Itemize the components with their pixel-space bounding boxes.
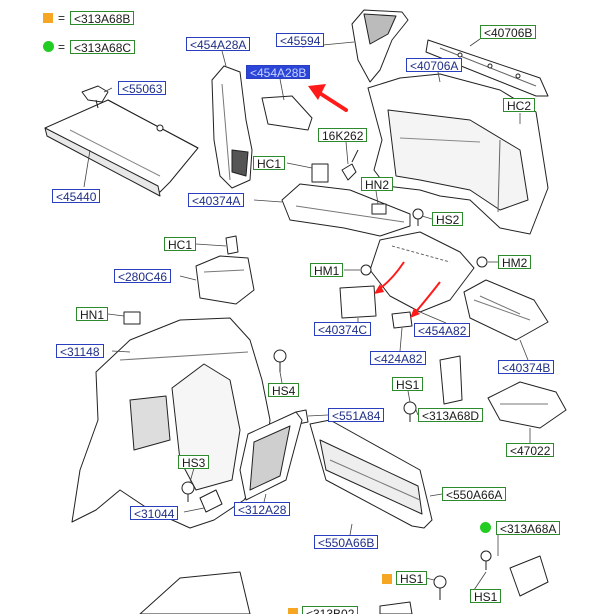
cargo-net-part [309,419,433,529]
callout-dot-marker [480,522,491,533]
hs1-bottom-screw-part [433,575,447,600]
callout-551A84: <551A84 [328,408,385,423]
leader-lines [83,38,531,597]
callout-HN1: HN1 [76,307,109,322]
sill-plate-part [281,183,411,237]
callout-31148: <31148 [56,344,104,359]
callout-HC1: HC1 [253,156,286,171]
callout-45440: <45440 [52,189,101,204]
hm1-pin-part [360,264,372,276]
callout-HS1: HS1 [392,377,424,392]
callout-HC2: HC2 [503,98,536,113]
hs4-screw-part [273,349,287,372]
callout-424A82: <424A82 [370,351,427,366]
callout-45594: <45594 [276,33,325,48]
callout-312A28: <312A28 [234,502,291,517]
cover-part [391,311,413,329]
red-annotation-arrows [308,84,441,318]
callout-31044: <31044 [130,506,179,521]
legend-equals: = [58,11,66,25]
callout-HS4: HS4 [268,383,300,398]
lower-trim-part [379,601,413,614]
callout-40706A: <40706A [406,58,463,73]
cap-31044-part [199,489,223,513]
legend-dot-marker [43,41,54,52]
callout-550A66A: <550A66A [442,487,507,502]
callout-HN2: HN2 [361,177,394,192]
bracket-313A68D-part [439,355,463,405]
floor-trim-part [369,231,475,313]
hook-part [81,85,109,109]
step-part [463,279,549,341]
bracket-313A68A-part [480,550,549,597]
callout-40374A: <40374A [188,193,245,208]
hs3-screw-part [181,481,195,502]
hc1-clip-part [311,163,329,183]
callout-HS3: HS3 [178,455,210,470]
small-plate-part [339,285,377,319]
callout-40706B: <40706B [480,25,537,40]
callout-550A66B: <550A66B [314,535,379,550]
rail-part [425,39,549,97]
callout-313A68A: <313A68A [496,521,561,536]
callout-454A28B: <454A28B [246,65,311,80]
push-pin-part [341,149,359,181]
callout-HC1: HC1 [164,237,197,252]
hc1b-clip-part [225,235,239,255]
hs2-screw-part [412,208,424,226]
callout-HS1: HS1 [396,571,428,586]
callout-280C46: <280C46 [114,269,172,284]
legend-dot-code: <313A68C [70,40,136,55]
hn1-nut-part [123,311,141,325]
luggage-cover-part [44,99,199,197]
upper-trim-part [351,9,409,83]
legend-square-code: <313A68B [70,11,135,26]
tray-part [487,381,567,429]
callout-313A68D: <313A68D [418,408,484,423]
callout-454A82: <454A82 [414,323,471,338]
pillar-trim-part [211,65,253,189]
callout-HS2: HS2 [432,212,464,227]
callout-55063: <55063 [118,81,167,96]
hs1-screw-part [403,401,417,422]
callout-square-marker [288,608,298,614]
callout-454A28A: <454A28A [186,37,251,52]
callout-40374B: <40374B [498,360,555,375]
small-panel-part [261,95,313,131]
legend-equals: = [58,40,66,54]
side-panel-part [239,411,303,501]
bracket-part [195,255,255,305]
legend-square-marker [43,13,53,23]
hm2-pin-part [476,256,488,268]
callout-HM2: HM2 [498,255,532,270]
rear-panel-part [367,73,549,235]
callout-HS1: HS1 [470,589,502,604]
callout-16K262: 16K262 [318,128,368,143]
callout-40374C: <40374C [314,322,372,337]
callout-47022: <47022 [506,443,555,458]
floor-edge-part [139,571,251,614]
callout-square-marker [382,574,392,584]
callout-313B02: <313B02 [302,606,359,614]
hn2-nut-part [371,203,387,215]
callout-HM1: HM1 [310,263,344,278]
